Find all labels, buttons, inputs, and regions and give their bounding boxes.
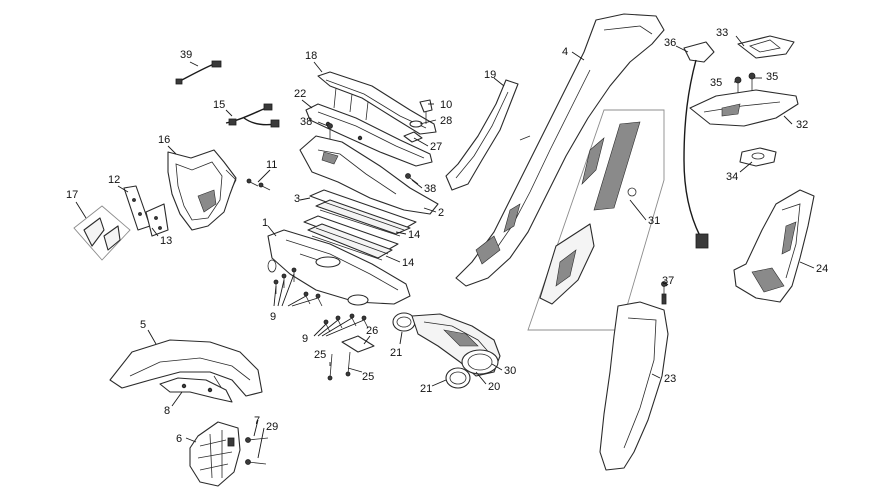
callout-5: 5: [140, 319, 146, 331]
part-39-wiring-lead: [175, 60, 222, 85]
callout-13: 13: [160, 235, 172, 247]
callout-36: 36: [664, 37, 676, 49]
callout-35-right: 35: [766, 71, 778, 83]
callout-38-upper: 38: [300, 116, 312, 128]
callout-12: 12: [108, 174, 120, 186]
callout-11: 11: [266, 159, 277, 171]
callout-28: 28: [440, 115, 452, 127]
part-37-screw: [661, 281, 667, 298]
callout-27: 27: [430, 141, 442, 153]
part-38-screw-lower: [405, 173, 419, 185]
part-15-wiring-harness: [225, 103, 280, 128]
part-8-fender-bracket: [159, 377, 233, 403]
part-3-14-filter-grids: [303, 189, 417, 261]
callout-19: 19: [484, 69, 496, 81]
part-34-cap: [739, 147, 777, 167]
part-18-rear-rack: [317, 71, 437, 135]
part-11-screws: [246, 178, 271, 191]
callout-37: 37: [662, 275, 674, 287]
callout-6: 6: [176, 433, 182, 445]
part-24-radiator-guard: [733, 189, 815, 303]
callout-16: 16: [158, 134, 170, 146]
callout-14-lower: 14: [402, 257, 414, 269]
callout-24: 24: [816, 263, 828, 275]
callout-25-right: 25: [362, 371, 374, 383]
callout-1: 1: [262, 217, 268, 229]
callout-4: 4: [562, 46, 568, 58]
callout-25-left: 25: [314, 349, 326, 361]
part-26-plate: [341, 335, 375, 353]
part-31-decal-kit: [527, 109, 665, 331]
callout-21-lower: 21: [420, 383, 432, 395]
callout-21-upper: 21: [390, 347, 402, 359]
callout-9-lower: 9: [302, 333, 308, 345]
part-23-rear-fender: [599, 293, 669, 471]
callout-18: 18: [305, 50, 317, 62]
callout-7: 7: [254, 415, 260, 427]
callout-26: 26: [366, 325, 378, 337]
part-12-13-side-plates: [123, 185, 169, 237]
part-17-headlight-lens: [73, 205, 131, 261]
callout-32: 32: [796, 119, 808, 131]
part-16-headlight-mask: [167, 149, 237, 231]
callout-39: 39: [180, 49, 192, 61]
callout-23: 23: [664, 373, 676, 385]
part-9-clips-upper: [273, 267, 323, 307]
callout-33: 33: [716, 27, 728, 39]
part-9-clips-lower: [323, 313, 369, 333]
callout-8: 8: [164, 405, 170, 417]
part-38-screw-upper: [327, 123, 333, 140]
callout-labels: 39 15 16 17 12 13 11 18 22 38 10 28 27 3…: [66, 27, 828, 445]
callout-14-upper: 14: [408, 229, 420, 241]
callout-3: 3: [294, 193, 300, 205]
part-6-disc-guard: [189, 421, 241, 487]
callout-20: 20: [488, 381, 500, 393]
callout-17: 17: [66, 189, 78, 201]
part-32-tail-unit: [689, 89, 799, 127]
callout-35-left: 35: [710, 77, 722, 89]
part-33-cover: [737, 35, 795, 59]
part-36-brake-hose: [683, 41, 715, 249]
leader-lines: [75, 35, 815, 459]
callout-31: 31: [648, 215, 660, 227]
callout-10: 10: [440, 99, 452, 111]
callout-9-upper: 9: [270, 311, 276, 323]
part-20-21-clamps: [445, 349, 499, 389]
part-5-front-fender: [109, 339, 263, 397]
callout-30: 30: [504, 365, 516, 377]
part-4-side-panel: [455, 13, 665, 287]
callout-22: 22: [294, 88, 306, 100]
callout-15: 15: [213, 99, 225, 111]
part-19-side-trim: [445, 79, 519, 191]
part-35-screws: [734, 72, 756, 96]
part-1-airbox-housing: [267, 229, 411, 306]
part-25-bolts: [327, 351, 351, 381]
callout-29: 29: [266, 421, 278, 433]
callout-2: 2: [438, 207, 444, 219]
callout-34: 34: [726, 171, 738, 183]
part-7-29-bolts: [245, 437, 269, 465]
callout-38-lower: 38: [424, 183, 436, 195]
part-2-airbox-cover: [299, 135, 439, 215]
part-10-27-28-fasteners: [403, 99, 433, 143]
